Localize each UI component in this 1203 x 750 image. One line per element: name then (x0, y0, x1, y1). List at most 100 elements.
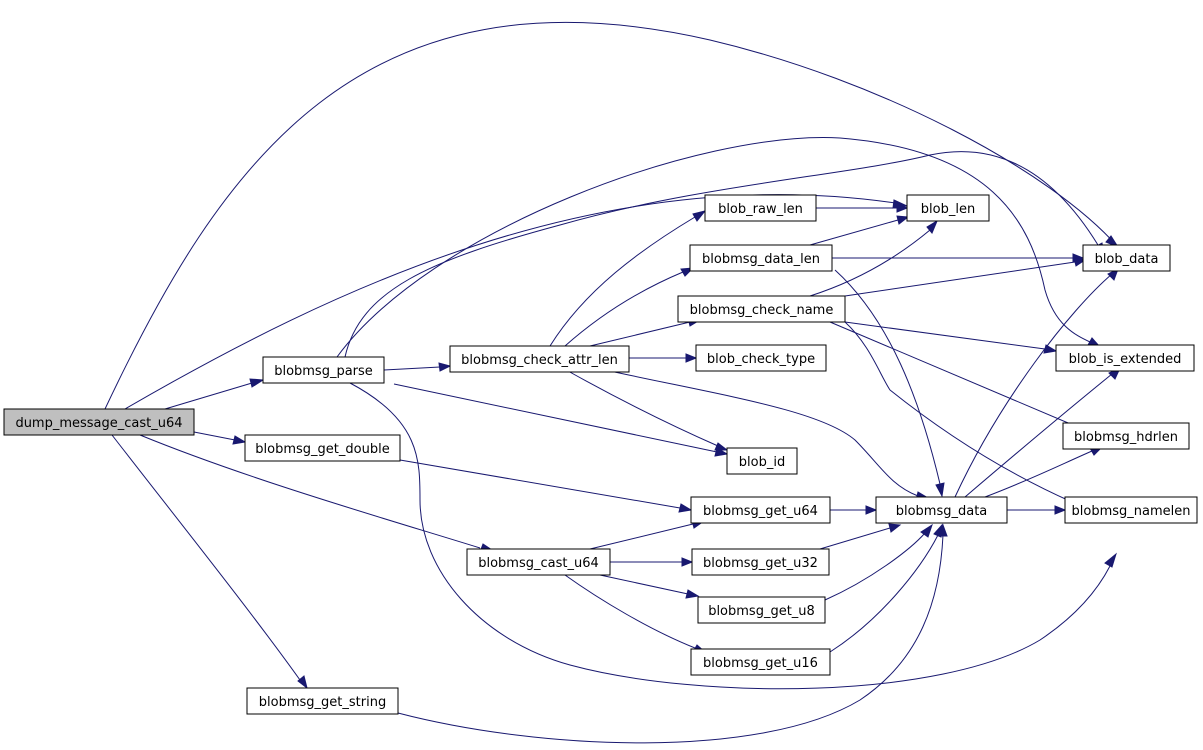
edge-blobmsg-parse-to-blobmsg-check-attr-len (383, 366, 441, 371)
arrowhead-blobmsg-cast-u64-to-blobmsg-get-u32 (681, 557, 694, 567)
node-label: blobmsg_get_double (255, 442, 389, 457)
edge-blobmsg-check-name-to-blobmsg-hdrlen (829, 321, 1081, 429)
node-blobmsg-namelen[interactable]: blobmsg_namelen (1064, 496, 1198, 524)
node-label: blob_raw_len (718, 202, 803, 217)
node-label: blob_len (921, 202, 975, 217)
node-label: blobmsg_data_len (702, 252, 820, 267)
edge-dump-message-cast-u64-to-blobmsg-cast-u64 (139, 434, 481, 549)
node-dump-message-cast-u64[interactable]: dump_message_cast_u64 (3, 408, 195, 436)
node-blobmsg-get-u8[interactable]: blobmsg_get_u8 (697, 596, 826, 624)
node-label: blobmsg_parse (274, 364, 373, 379)
edge-blobmsg-data-len-to-blobmsg-data (834, 269, 941, 485)
node-blob-data[interactable]: blob_data (1082, 244, 1171, 272)
edge-blobmsg-check-attr-len-to-blobmsg-data-len (564, 271, 684, 347)
edge-blobmsg-check-attr-len-to-blobmsg-data (609, 370, 919, 497)
edge-blobmsg-get-u32-to-blobmsg-data (819, 527, 891, 550)
arrowhead-blobmsg-data-len-to-blob-len (896, 215, 910, 225)
edge-blobmsg-check-attr-len-to-blobmsg-check-name (589, 321, 691, 347)
edge-blobmsg-cast-u64-to-blobmsg-get-u64 (589, 523, 694, 550)
arrowhead-blob-raw-len-to-blob-len (896, 203, 909, 213)
node-blob-raw-len[interactable]: blob_raw_len (704, 194, 817, 222)
arrowhead-blobmsg-check-attr-len-to-blob-check-type (685, 353, 698, 363)
node-label: dump_message_cast_u64 (15, 416, 182, 431)
edge-blobmsg-parse-to-blobmsg-namelen (349, 382, 1111, 690)
arrowhead-blobmsg-get-u8-to-blobmsg-data (920, 523, 933, 538)
edge-blobmsg-get-double-to-blobmsg-get-u64 (399, 459, 681, 509)
node-label: blobmsg_hdrlen (1074, 430, 1178, 445)
arrowhead-dump-message-cast-u64-to-blobmsg-parse (249, 378, 265, 388)
edge-blobmsg-check-attr-len-to-blob-raw-len (549, 216, 696, 347)
node-blobmsg-get-u64[interactable]: blobmsg_get_u64 (690, 496, 831, 524)
edge-blobmsg-get-u8-to-blobmsg-data (824, 532, 926, 601)
edge-dump-message-cast-u64-to-blob-data (104, 22, 1119, 410)
node-blobmsg-cast-u64[interactable]: blobmsg_cast_u64 (466, 548, 611, 576)
node-label: blob_is_extended (1069, 352, 1182, 367)
node-label: blobmsg_get_u8 (708, 604, 815, 619)
arrowhead-blobmsg-check-name-to-blob-data (1073, 257, 1087, 267)
arrowhead-blobmsg-parse-to-blobmsg-check-attr-len (438, 362, 452, 372)
node-label: blobmsg_cast_u64 (478, 556, 599, 571)
node-label: blobmsg_get_u32 (703, 556, 818, 571)
node-label: blobmsg_check_attr_len (461, 353, 618, 368)
edge-blobmsg-cast-u64-to-blobmsg-get-u8 (599, 574, 689, 595)
node-label: blobmsg_get_u16 (703, 656, 818, 671)
arrowhead-blobmsg-get-double-to-blobmsg-get-u64 (678, 503, 693, 513)
edge-blobmsg-parse-to-blob-id (393, 383, 718, 453)
node-label: blobmsg_namelen (1072, 504, 1191, 519)
node-layer: dump_message_cast_u64 blobmsg_parse blob… (3, 194, 1198, 715)
node-label: blobmsg_get_u64 (703, 504, 818, 519)
node-label: blob_id (739, 455, 785, 470)
node-blob-check-type[interactable]: blob_check_type (695, 344, 827, 372)
arrowhead-blobmsg-cast-u64-to-blobmsg-get-u8 (685, 589, 700, 599)
node-blobmsg-get-string[interactable]: blobmsg_get_string (246, 687, 399, 715)
arrowhead-blobmsg-check-name-to-blob-is-extended (1043, 344, 1058, 354)
arrowhead-blobmsg-check-name-to-blob-len (926, 219, 939, 234)
edge-blobmsg-get-u16-to-blobmsg-data (829, 534, 939, 653)
node-label: blob_data (1095, 252, 1159, 267)
edge-blobmsg-parse-to-blob-data (344, 151, 1099, 358)
edge-layer (104, 22, 1119, 744)
arrowhead-dump-message-cast-u64-to-blobmsg-get-double (232, 435, 247, 445)
edge-blobmsg-data-len-to-blob-len (809, 219, 899, 246)
node-blobmsg-get-u32[interactable]: blobmsg_get_u32 (691, 548, 830, 576)
node-blobmsg-parse[interactable]: blobmsg_parse (262, 356, 385, 384)
node-blobmsg-get-u16[interactable]: blobmsg_get_u16 (690, 648, 831, 676)
node-blobmsg-check-name[interactable]: blobmsg_check_name (677, 295, 846, 323)
edge-blobmsg-check-name-to-blobmsg-namelen (844, 321, 1073, 503)
edge-blobmsg-data-to-blobmsg-hdrlen (984, 450, 1093, 498)
arrowhead-blobmsg-data-to-blobmsg-namelen (1054, 505, 1067, 515)
edge-dump-message-cast-u64-to-blobmsg-parse (164, 382, 253, 410)
node-blobmsg-get-double[interactable]: blobmsg_get_double (244, 434, 401, 462)
edge-blobmsg-data-to-blob-data (954, 273, 1113, 498)
node-label: blob_check_type (707, 352, 815, 367)
edge-dump-message-cast-u64-to-blobmsg-get-double (193, 431, 236, 441)
arrowhead-blobmsg-get-u64-to-blobmsg-data (865, 505, 878, 515)
arrowhead-blobmsg-get-u32-to-blobmsg-data (888, 523, 902, 533)
node-blobmsg-check-attr-len[interactable]: blobmsg_check_attr_len (449, 345, 630, 373)
edge-blobmsg-get-string-to-blobmsg-data (397, 534, 944, 744)
arrowhead-blobmsg-check-attr-len-to-blob-raw-len (692, 210, 707, 222)
node-blobmsg-data-len[interactable]: blobmsg_data_len (689, 244, 833, 272)
node-blob-len[interactable]: blob_len (906, 194, 990, 222)
edge-dump-message-cast-u64-to-blobmsg-get-string (111, 434, 301, 681)
edge-blobmsg-parse-to-blob-is-extended (336, 137, 1091, 358)
node-label: blobmsg_check_name (690, 303, 834, 318)
arrowhead-blobmsg-check-attr-len-to-blob-id (714, 442, 729, 451)
arrowhead-dump-message-cast-u64-to-blobmsg-get-string (297, 675, 308, 690)
node-label: blobmsg_get_string (259, 695, 386, 710)
node-blobmsg-hdrlen[interactable]: blobmsg_hdrlen (1062, 422, 1190, 450)
arrowhead-blobmsg-data-len-to-blobmsg-data (935, 482, 945, 498)
edge-blobmsg-check-name-to-blob-data (844, 261, 1076, 297)
edge-blobmsg-cast-u64-to-blobmsg-get-u16 (564, 574, 696, 649)
edge-blobmsg-check-name-to-blob-is-extended (844, 321, 1046, 350)
edge-blobmsg-check-attr-len-to-blob-id (567, 370, 719, 447)
arrowhead-blobmsg-parse-to-blobmsg-namelen (1104, 552, 1117, 568)
arrowhead-blobmsg-get-string-to-blobmsg-data (938, 523, 948, 537)
node-blob-is-extended[interactable]: blob_is_extended (1055, 344, 1195, 372)
node-blobmsg-data[interactable]: blobmsg_data (875, 496, 1008, 524)
edge-blobmsg-data-to-blob-is-extended (964, 373, 1113, 498)
edge-blobmsg-check-name-to-blob-len (809, 229, 931, 297)
node-blob-id[interactable]: blob_id (726, 447, 798, 475)
node-label: blobmsg_data (896, 504, 988, 519)
